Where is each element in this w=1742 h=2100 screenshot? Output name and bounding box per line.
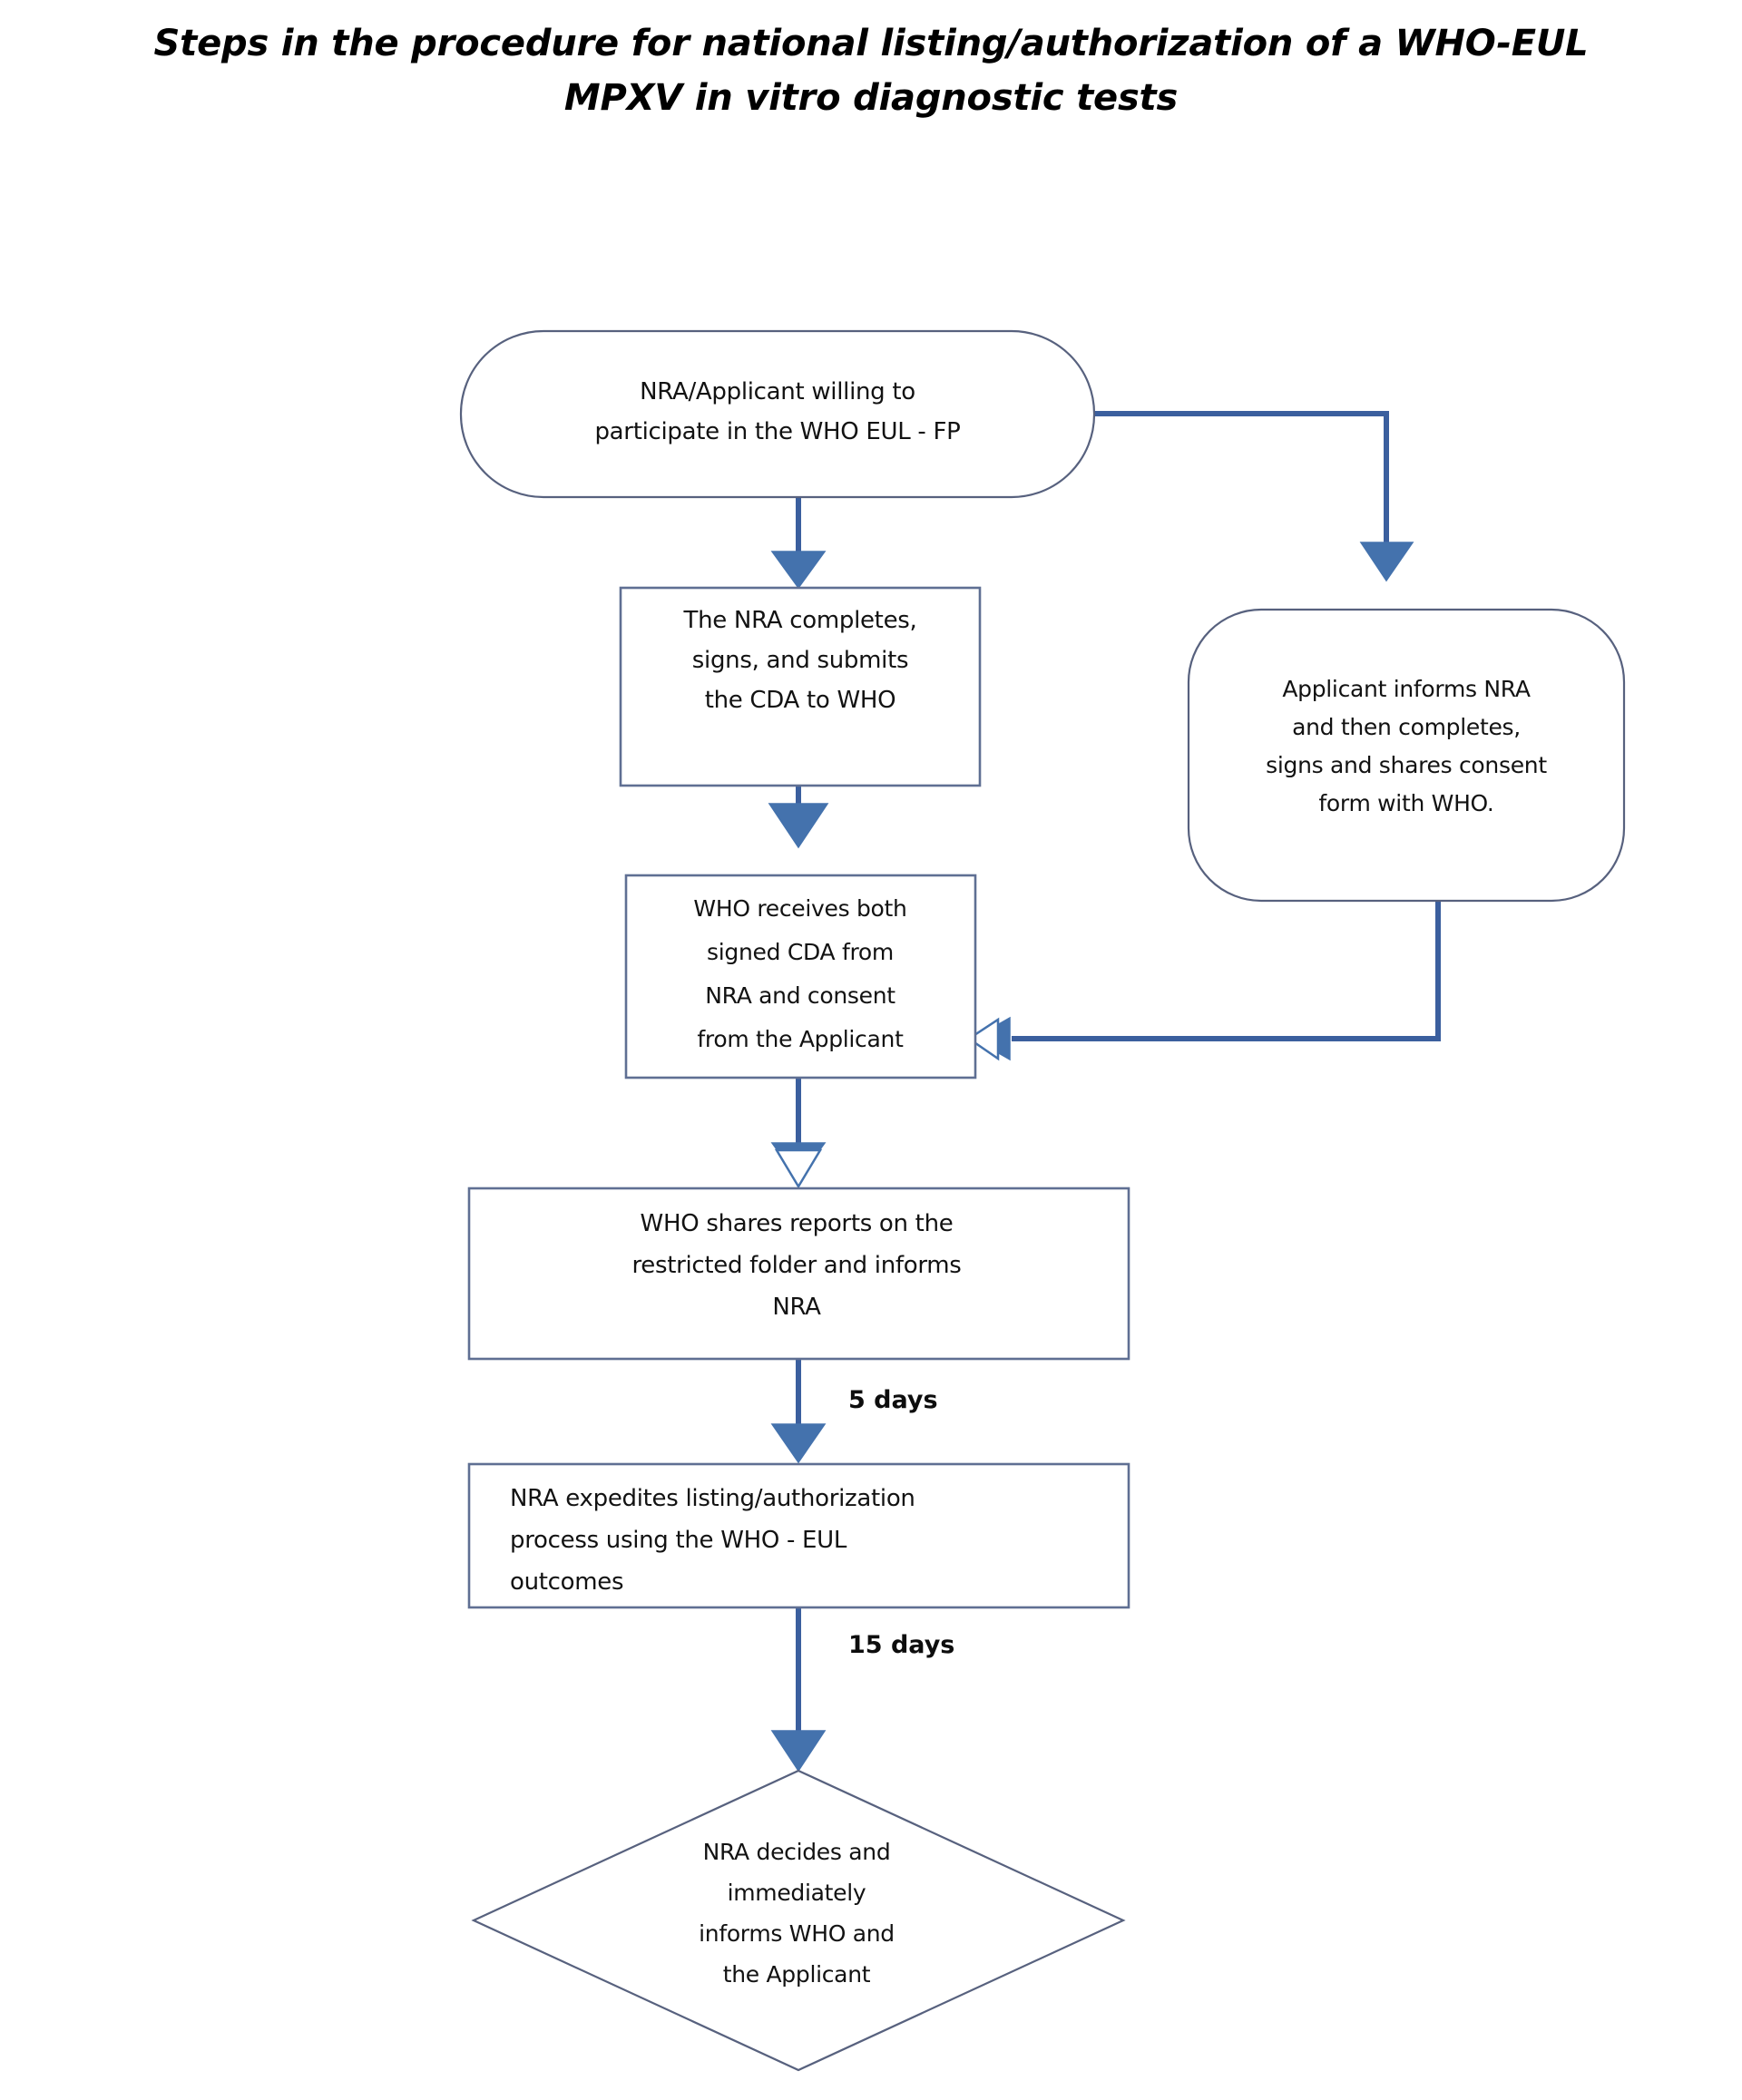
node-nra-cda-line-3: the CDA to WHO [705, 687, 896, 714]
connector-start-to-applicant-consent [1094, 411, 1414, 582]
node-who-shares-line-1: WHO shares reports on the [641, 1210, 954, 1237]
node-who-shares-line-2: restricted folder and informs [631, 1252, 961, 1279]
node-nra-cda[interactable]: The NRA completes, signs, and submits th… [619, 586, 982, 787]
node-who-shares[interactable]: WHO shares reports on the restricted fol… [467, 1187, 1130, 1361]
node-nra-decides-line-4: the Applicant [723, 1961, 871, 1988]
node-who-receives-line-2: signed CDA from [707, 939, 894, 965]
node-who-receives-line-3: NRA and consent [705, 982, 895, 1009]
label-15-days: 15 days [848, 1631, 954, 1659]
node-nra-cda-line-1: The NRA completes, [683, 607, 917, 634]
node-applicant-consent-line-1: Applicant informs NRA [1282, 676, 1531, 702]
title-line-2: MPXV in vitro diagnostic tests [563, 77, 1179, 119]
connector-nra-expedites-to-nra-decides [770, 1607, 827, 1773]
node-nra-decides-line-2: immediately [728, 1880, 866, 1906]
connector-who-shares-to-nra-expedites [770, 1359, 827, 1464]
node-nra-decides-line-1: NRA decides and [703, 1839, 891, 1865]
connector-applicant-consent-to-who-receives [966, 901, 1441, 1061]
node-applicant-consent-line-3: signs and shares consent [1266, 752, 1547, 778]
node-who-receives-line-1: WHO receives both [693, 895, 906, 922]
connector-who-receives-to-who-shares [770, 1078, 827, 1189]
node-nra-decides[interactable]: NRA decides and immediately informs WHO … [471, 1769, 1126, 2072]
node-start-line-1: NRA/Applicant willing to [640, 378, 915, 405]
title-line-1: Steps in the procedure for national list… [153, 23, 1589, 64]
node-nra-expedites-line-2: process using the WHO - EUL [510, 1527, 847, 1554]
node-nra-cda-line-2: signs, and submits [692, 647, 908, 674]
node-applicant-consent-line-4: form with WHO. [1318, 790, 1493, 816]
connector-start-to-nra-cda [770, 497, 827, 590]
node-nra-expedites[interactable]: NRA expedites listing/authorization proc… [467, 1462, 1130, 1609]
node-who-shares-line-3: NRA [772, 1294, 821, 1321]
node-start-line-2: participate in the WHO EUL - FP [594, 418, 960, 445]
node-nra-expedites-line-1: NRA expedites listing/authorization [510, 1485, 915, 1512]
node-nra-expedites-line-3: outcomes [510, 1568, 623, 1596]
node-applicant-consent-line-2: and then completes, [1292, 714, 1521, 740]
node-applicant-consent[interactable]: Applicant informs NRA and then completes… [1187, 608, 1626, 903]
node-nra-decides-line-3: informs WHO and [699, 1920, 895, 1947]
connector-nra-cda-to-who-receives [768, 786, 829, 849]
page-title: Steps in the procedure for national list… [0, 16, 1742, 125]
label-5-days: 5 days [848, 1386, 938, 1414]
node-who-receives-line-4: from the Applicant [697, 1026, 904, 1052]
node-who-receives[interactable]: WHO receives both signed CDA from NRA an… [624, 874, 977, 1079]
node-start[interactable]: NRA/Applicant willing to participate in … [459, 329, 1096, 499]
